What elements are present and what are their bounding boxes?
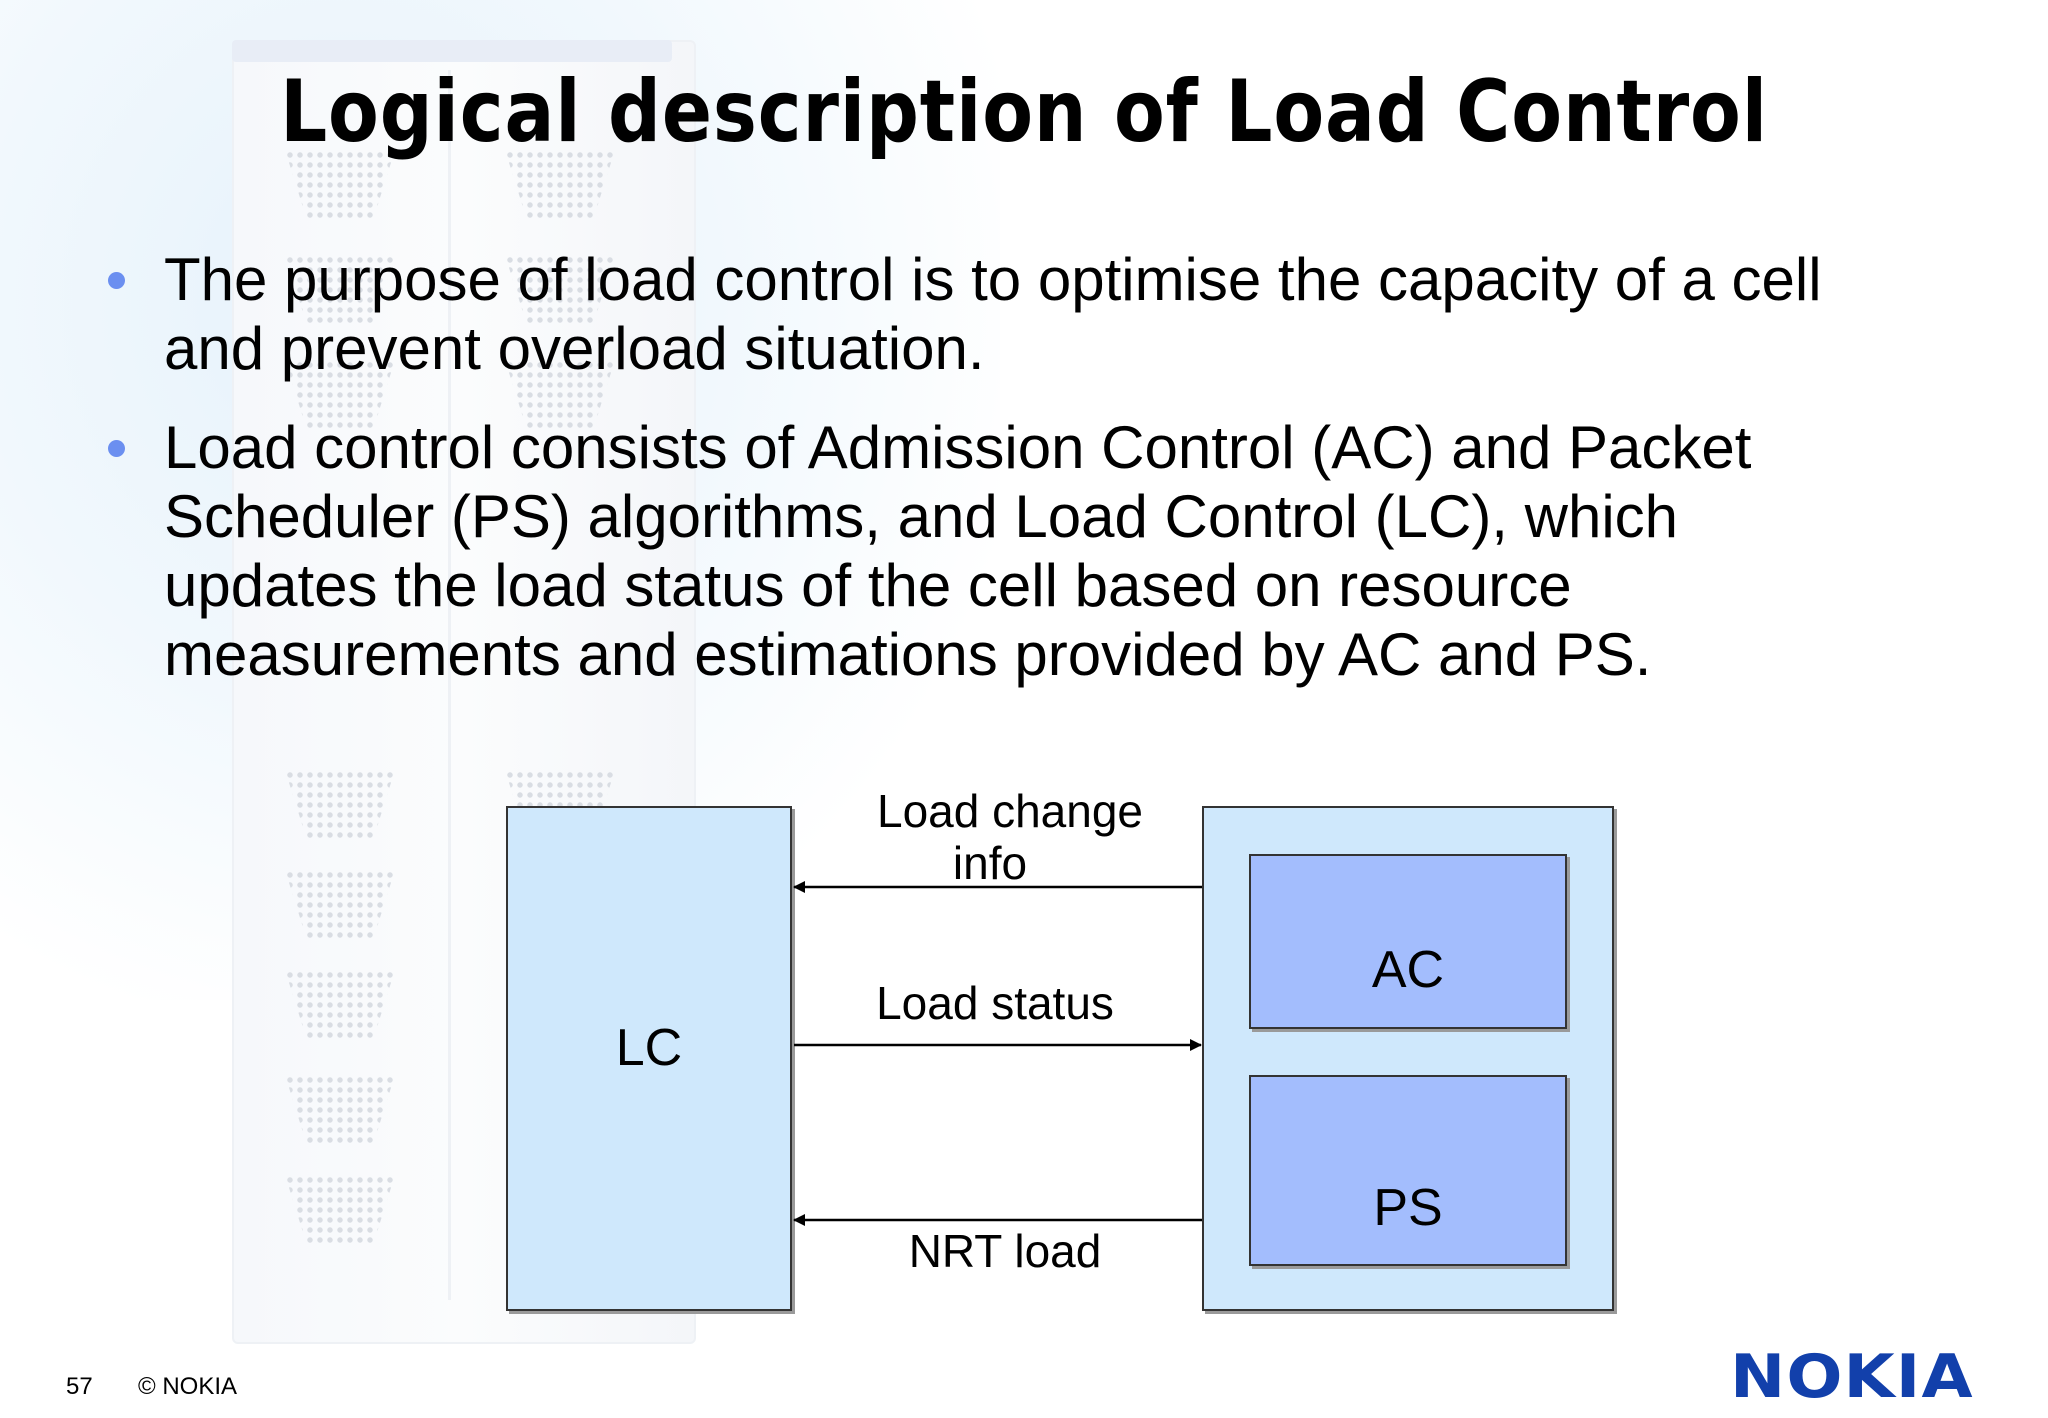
vent-grille [285,770,395,840]
copyright-text: © NOKIA [138,1373,238,1400]
load-change-label-line2: info [952,837,1028,889]
vent-grille [285,870,395,940]
bullet-text: The purpose of load control is to optimi… [164,246,1822,382]
bullet-dot-icon [108,440,125,457]
bullet-item: Load control consists of Admission Contr… [102,413,1902,689]
ac-label: AC [1371,941,1445,999]
bullet-dot-icon [108,272,125,289]
lc-label: LC [615,1019,683,1077]
background-cabinet-divider [448,70,451,1300]
bullet-item: The purpose of load control is to optimi… [102,245,1902,383]
background-cabinet-top [232,40,672,62]
ac-box [1249,854,1567,1029]
lc-box [506,806,792,1311]
nokia-logo: NOKIA [1730,1342,1974,1412]
bullet-list: The purpose of load control is to optimi… [102,245,1902,719]
load-change-label-line1: Load change [876,785,1144,837]
load-change-label: Load change info [830,785,1190,889]
bullet-text: Load control consists of Admission Contr… [164,414,1752,688]
vent-grille [285,150,395,220]
ps-label: PS [1373,1179,1443,1237]
nrt-load-label: NRT load [908,1225,1102,1277]
vent-grille [285,255,395,325]
ps-box [1249,1075,1567,1266]
load-status-label: Load status [876,977,1114,1029]
slide-title: Logical description of Load Control [280,62,1768,162]
vent-grille [285,360,395,430]
page-number: 57 [66,1373,93,1400]
